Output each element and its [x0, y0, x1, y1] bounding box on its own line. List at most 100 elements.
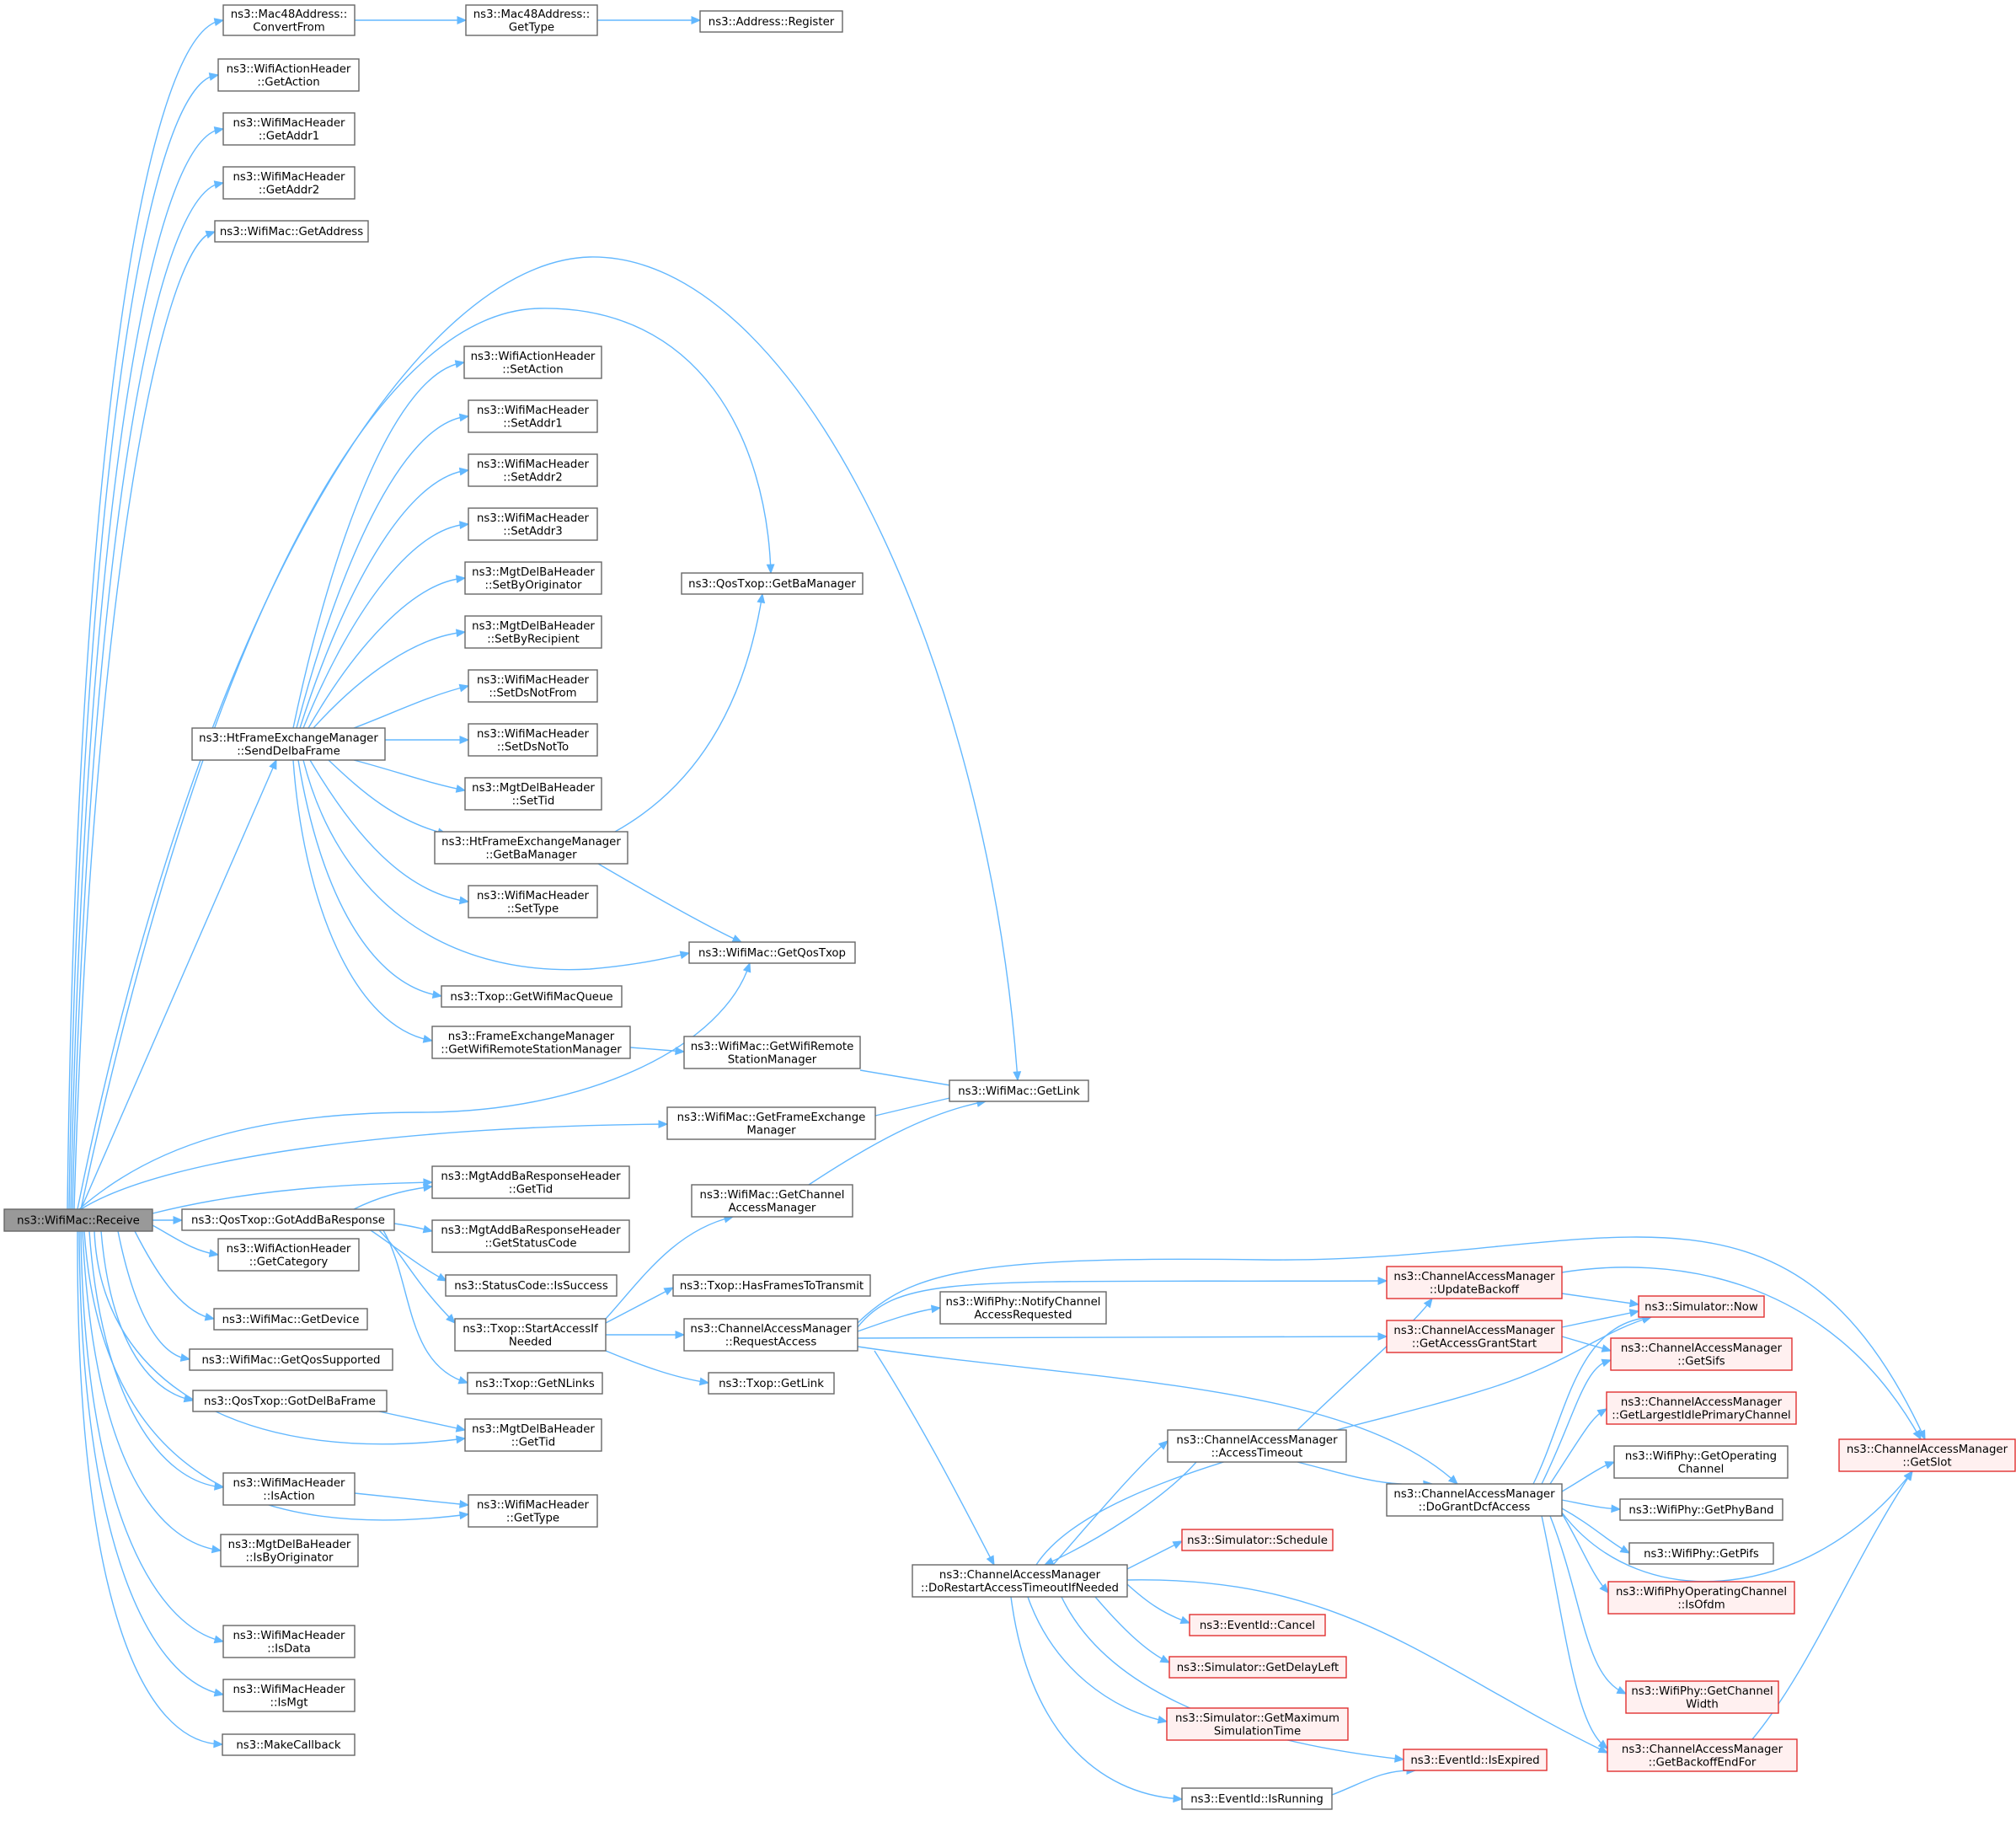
call-edge-sendDelba-to-setbyorig: [307, 575, 467, 729]
node-getlargestidle[interactable]: ns3::ChannelAccessManager::GetLargestIdl…: [1606, 1391, 1797, 1425]
node-accesstimeout[interactable]: ns3::ChannelAccessManager::AccessTimeout: [1167, 1429, 1347, 1463]
call-edge-dorestart-to-getbackoffend: [1126, 1579, 1609, 1754]
node-settid[interactable]: ns3::MgtDelBaHeader::SetTid: [464, 777, 602, 811]
node-label-line: ns3::EventId::IsRunning: [1190, 1793, 1324, 1806]
node-register[interactable]: ns3::Address::Register: [699, 10, 843, 33]
node-fem_getwrsm[interactable]: ns3::FrameExchangeManager::GetWifiRemote…: [431, 1026, 631, 1059]
node-addba_status[interactable]: ns3::MgtAddBaResponseHeader::GetStatusCo…: [431, 1219, 630, 1253]
node-getwifimacqueue[interactable]: ns3::Txop::GetWifiMacQueue: [441, 985, 623, 1008]
node-makecallback[interactable]: ns3::MakeCallback: [222, 1733, 356, 1756]
node-getaddress[interactable]: ns3::WifiMac::GetAddress: [214, 220, 369, 243]
node-setbyrecip[interactable]: ns3::MgtDelBaHeader::SetByRecipient: [464, 615, 602, 649]
node-isrunning[interactable]: ns3::EventId::IsRunning: [1181, 1787, 1333, 1810]
node-getaddr2[interactable]: ns3::WifiMacHeader::GetAddr2: [222, 166, 356, 200]
node-updatebackoff[interactable]: ns3::ChannelAccessManager::UpdateBackoff: [1386, 1266, 1563, 1299]
node-getcategory[interactable]: ns3::WifiActionHeader::GetCategory: [217, 1238, 360, 1272]
node-label-line: ::SetByRecipient: [487, 633, 580, 645]
node-addba_gettid[interactable]: ns3::MgtAddBaResponseHeader::GetTid: [431, 1165, 630, 1199]
node-isofdm[interactable]: ns3::WifiPhyOperatingChannel::IsOfdm: [1607, 1581, 1795, 1615]
node-setaction[interactable]: ns3::WifiActionHeader::SetAction: [463, 345, 602, 379]
edge-arrowhead: [675, 1047, 686, 1056]
node-label-line: ns3::Mac48Address::: [231, 8, 348, 21]
node-getsifs[interactable]: ns3::ChannelAccessManager::GetSifs: [1610, 1337, 1793, 1371]
node-dograntdcf[interactable]: ns3::ChannelAccessManager::DoGrantDcfAcc…: [1386, 1483, 1563, 1517]
edge-arrowhead: [458, 467, 470, 476]
node-ismgt[interactable]: ns3::WifiMacHeader::IsMgt: [222, 1679, 356, 1712]
node-gotdelba[interactable]: ns3::QosTxop::GotDelBaFrame: [192, 1390, 388, 1412]
node-box: [683, 1036, 861, 1069]
node-label-line: ns3::QosTxop::GetBaManager: [688, 578, 856, 591]
node-box: [220, 1534, 359, 1567]
node-getdelayleft[interactable]: ns3::Simulator::GetDelayLeft: [1168, 1656, 1347, 1679]
node-getaccessgrant[interactable]: ns3::ChannelAccessManager::GetAccessGran…: [1386, 1320, 1563, 1353]
node-isexpired[interactable]: ns3::EventId::IsExpired: [1403, 1749, 1548, 1771]
edge-arrowhead: [179, 1353, 191, 1362]
node-receive[interactable]: ns3::WifiMac::Receive: [3, 1208, 153, 1232]
node-getdevice[interactable]: ns3::WifiMac::GetDevice: [213, 1308, 368, 1331]
node-setaddr1[interactable]: ns3::WifiMacHeader::SetAddr1: [468, 399, 598, 433]
node-setdsnotto[interactable]: ns3::WifiMacHeader::SetDsNotTo: [468, 723, 598, 757]
node-hdr_gettype[interactable]: ns3::WifiMacHeader::GetType: [468, 1494, 598, 1528]
edge-arrowhead: [459, 1499, 470, 1508]
node-mac_getwrsm[interactable]: ns3::WifiMac::GetWifiRemoteStationManage…: [683, 1036, 861, 1069]
node-getphyband[interactable]: ns3::WifiPhy::GetPhyBand: [1619, 1498, 1783, 1521]
node-label-line: ns3::WifiMac::GetAddress: [220, 226, 363, 238]
call-edge-sendDelba-to-setdsnotfrom: [353, 683, 470, 729]
node-qosbamgr[interactable]: ns3::QosTxop::GetBaManager: [681, 572, 864, 595]
node-box: [688, 941, 856, 964]
node-setaddr3[interactable]: ns3::WifiMacHeader::SetAddr3: [468, 507, 598, 541]
node-setbyorig[interactable]: ns3::MgtDelBaHeader::SetByOriginator: [464, 561, 602, 595]
node-convertfrom[interactable]: ns3::Mac48Address::ConvertFrom: [222, 4, 356, 36]
node-getbackoffend[interactable]: ns3::ChannelAccessManager::GetBackoffEnd…: [1607, 1738, 1798, 1772]
edge-arrowhead: [422, 1183, 434, 1192]
node-getlink[interactable]: ns3::WifiMac::GetLink: [949, 1079, 1089, 1102]
node-getpifs[interactable]: ns3::WifiPhy::GetPifs: [1628, 1542, 1774, 1565]
node-txop_getlink[interactable]: ns3::Txop::GetLink: [708, 1372, 835, 1395]
node-box: [468, 507, 598, 541]
edge-line: [297, 759, 442, 997]
node-getaction[interactable]: ns3::WifiActionHeader::GetAction: [217, 58, 360, 92]
node-getslot[interactable]: ns3::ChannelAccessManager::GetSlot: [1838, 1438, 2016, 1472]
node-sendDelba[interactable]: ns3::HtFrameExchangeManager::SendDelbaFr…: [191, 727, 386, 761]
node-delba_gettid[interactable]: ns3::MgtDelBaHeader::GetTid: [464, 1418, 602, 1452]
node-label-line: ns3::FrameExchangeManager: [448, 1031, 615, 1043]
node-getqostxop[interactable]: ns3::WifiMac::GetQosTxop: [688, 941, 856, 964]
node-box: [1168, 1656, 1347, 1679]
node-requestaccess[interactable]: ns3::ChannelAccessManager::RequestAccess: [683, 1318, 858, 1352]
node-hasframes[interactable]: ns3::Txop::HasFramesToTransmit: [672, 1274, 871, 1297]
edge-line: [70, 128, 224, 1210]
node-settype[interactable]: ns3::WifiMacHeader::SetType: [468, 885, 598, 919]
node-isaction[interactable]: ns3::WifiMacHeader::IsAction: [222, 1472, 356, 1506]
edge-line: [1561, 1293, 1639, 1305]
node-label-line: ns3::WifiMac::Receive: [17, 1215, 140, 1228]
node-label-line: ns3::WifiMacHeader: [477, 458, 590, 471]
node-getaddr1[interactable]: ns3::WifiMacHeader::GetAddr1: [222, 112, 356, 146]
node-isbyorig[interactable]: ns3::MgtDelBaHeader::IsByOriginator: [220, 1534, 359, 1567]
node-now[interactable]: ns3::Simulator::Now: [1638, 1295, 1765, 1318]
node-getqossupported[interactable]: ns3::WifiMac::GetQosSupported: [189, 1348, 393, 1371]
node-notifychannel[interactable]: ns3::WifiPhy::NotifyChannelAccessRequest…: [939, 1291, 1107, 1325]
call-edge-sendDelba-to-setaddr1: [296, 413, 470, 729]
call-edge-dorestart-to-cancel: [1126, 1583, 1191, 1625]
node-setaddr2[interactable]: ns3::WifiMacHeader::SetAddr2: [468, 453, 598, 487]
call-edge-convertfrom-to-gettype48: [355, 16, 468, 24]
node-getnlinks[interactable]: ns3::Txop::GetNLinks: [467, 1372, 603, 1395]
node-gettype48[interactable]: ns3::Mac48Address::GetType: [465, 4, 598, 36]
node-schedule[interactable]: ns3::Simulator::Schedule: [1181, 1529, 1334, 1551]
node-label-line: ::GetLargestIdlePrimaryChannel: [1612, 1409, 1790, 1422]
node-gotaddba[interactable]: ns3::QosTxop::GotAddBaResponse: [181, 1208, 395, 1231]
node-issuccess[interactable]: ns3::StatusCode::IsSuccess: [445, 1274, 618, 1297]
edge-line: [605, 1350, 709, 1384]
node-isdata[interactable]: ns3::WifiMacHeader::IsData: [222, 1625, 356, 1658]
call-edge-gettype48-to-register: [597, 16, 702, 24]
node-dorestart[interactable]: ns3::ChannelAccessManager::DoRestartAcce…: [912, 1564, 1128, 1598]
node-htbamgr[interactable]: ns3::HtFrameExchangeManager::GetBaManage…: [434, 831, 628, 865]
node-setdsnotfrom[interactable]: ns3::WifiMacHeader::SetDsNotFrom: [468, 669, 598, 703]
node-cancel[interactable]: ns3::EventId::Cancel: [1189, 1614, 1326, 1636]
